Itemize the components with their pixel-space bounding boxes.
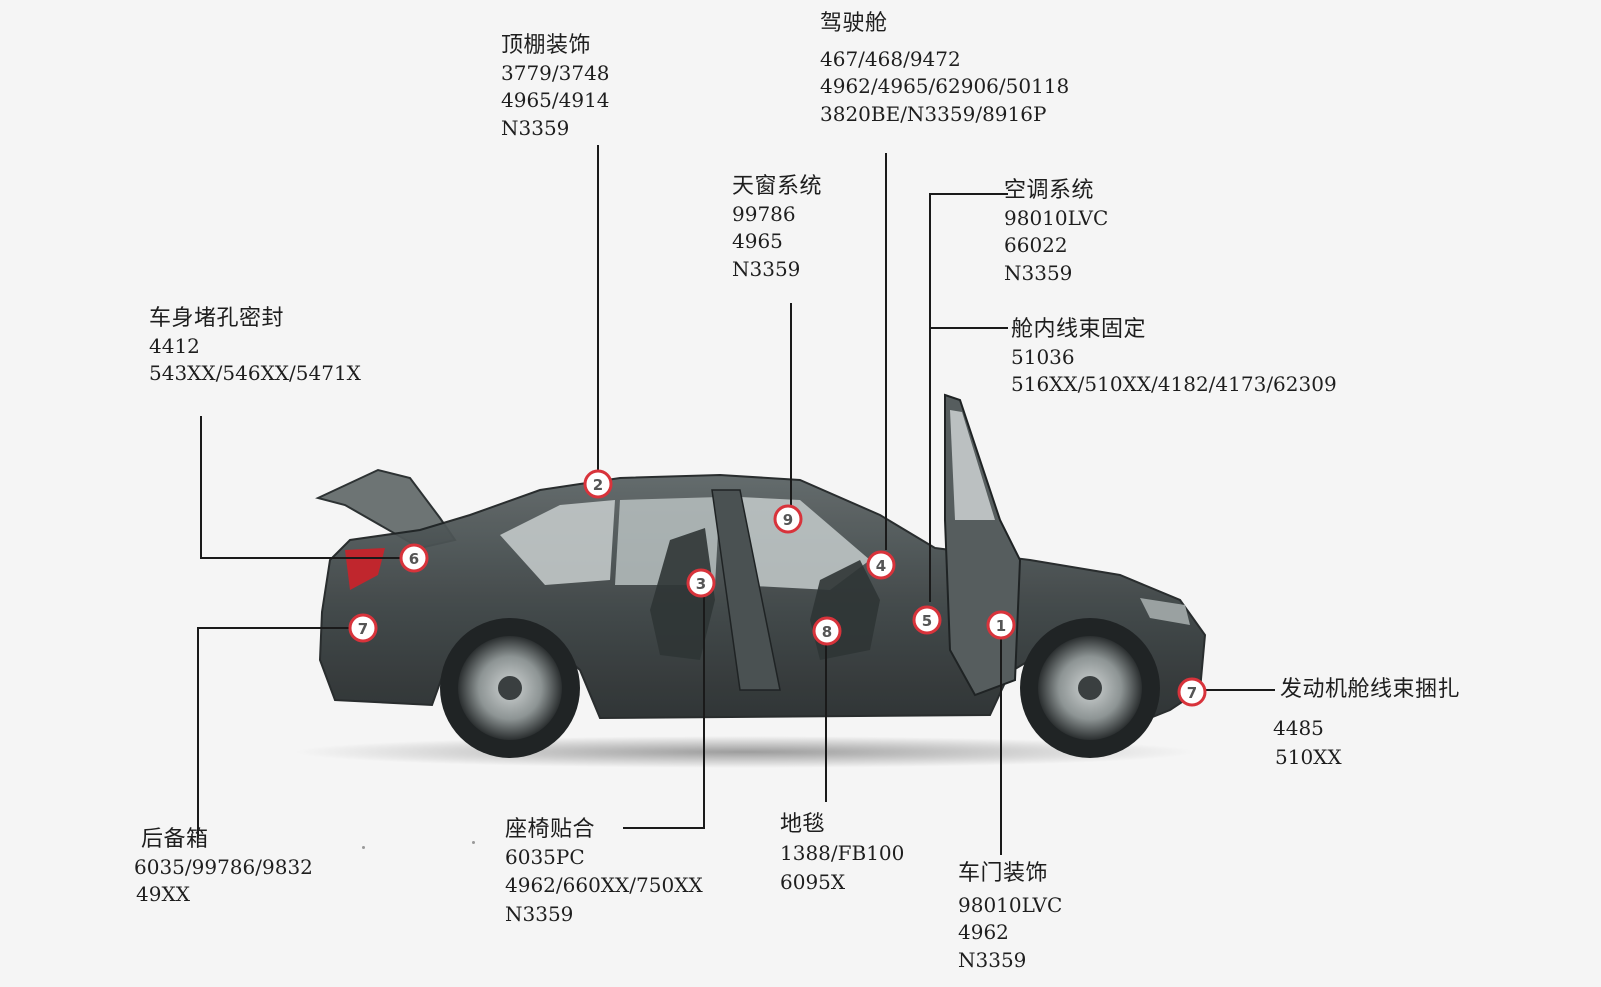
callout-roof-title: 顶棚装饰 bbox=[501, 33, 592, 58]
marker-5: 5 bbox=[912, 605, 942, 635]
callout-trunk: 后备箱 6035/99786/9832 49XX bbox=[134, 826, 313, 908]
callout-roof-code-3: N3359 bbox=[501, 116, 570, 140]
callout-cockpit-code-2: 4962/4965/62906/50118 bbox=[820, 74, 1070, 98]
callout-body-seal-code-2: 543XX/546XX/5471X bbox=[149, 361, 361, 385]
marker-3-label: 3 bbox=[696, 575, 706, 593]
marker-1: 1 bbox=[986, 610, 1016, 640]
callout-carpet-code-2: 6095X bbox=[780, 870, 846, 894]
callout-cockpit: 驾驶舱 467/468/9472 4962/4965/62906/50118 3… bbox=[820, 10, 1069, 129]
headlight bbox=[1140, 598, 1190, 625]
callout-carpet: 地毯 1388/FB100 6095X bbox=[780, 811, 904, 897]
leader-ac-harness bbox=[929, 193, 1008, 602]
callout-roof: 顶棚装饰 3779/3748 4965/4914 N3359 bbox=[501, 32, 610, 143]
callout-body-seal: 车身堵孔密封 4412 543XX/546XX/5471X bbox=[149, 305, 361, 387]
marker-7-rear-label: 7 bbox=[358, 620, 368, 638]
callout-cockpit-code-1: 467/468/9472 bbox=[820, 47, 961, 71]
leader-lines bbox=[197, 145, 1275, 855]
callout-ac-code-3: N3359 bbox=[1004, 261, 1073, 285]
marker-7-rear: 7 bbox=[348, 613, 378, 643]
front-window bbox=[735, 497, 870, 590]
marker-8: 8 bbox=[812, 616, 842, 646]
rear-window bbox=[500, 500, 615, 585]
marker-4: 4 bbox=[866, 550, 896, 580]
callout-ac-code-1: 98010LVC bbox=[1004, 206, 1109, 230]
callout-trunk-code-2: 49XX bbox=[136, 882, 190, 906]
marker-9-label: 9 bbox=[783, 511, 793, 529]
callout-engine-code-1: 4485 bbox=[1273, 716, 1324, 740]
callout-trunk-code-1: 6035/99786/9832 bbox=[134, 855, 313, 879]
marker-1-label: 1 bbox=[996, 617, 1006, 635]
callout-carpet-code-1: 1388/FB100 bbox=[780, 841, 905, 865]
speck-2 bbox=[472, 841, 475, 844]
callout-door-title: 车门装饰 bbox=[958, 861, 1049, 886]
callout-harness-code-1: 51036 bbox=[1011, 345, 1075, 369]
callout-harness-code-2: 516XX/510XX/4182/4173/62309 bbox=[1011, 372, 1337, 396]
marker-8-label: 8 bbox=[822, 623, 832, 641]
callout-sunroof-code-1: 99786 bbox=[732, 202, 796, 226]
callout-engine-title: 发动机舱线束捆扎 bbox=[1280, 677, 1461, 702]
callout-ac-code-2: 66022 bbox=[1004, 233, 1068, 257]
callout-roof-code-2: 4965/4914 bbox=[501, 88, 610, 112]
marker-7-front-label: 7 bbox=[1187, 684, 1197, 702]
callout-door: 车门装饰 98010LVC 4962 N3359 bbox=[958, 860, 1062, 975]
callout-seat-code-2: 4962/660XX/750XX bbox=[505, 873, 703, 897]
marker-2: 2 bbox=[583, 469, 613, 499]
callout-sunroof: 天窗系统 99786 4965 N3359 bbox=[732, 173, 822, 284]
callout-sunroof-code-2: 4965 bbox=[732, 229, 783, 253]
callout-seat-code-3: N3359 bbox=[505, 902, 574, 926]
marker-6: 6 bbox=[399, 543, 429, 573]
callout-seat-title: 座椅贴合 bbox=[505, 817, 596, 842]
marker-6-label: 6 bbox=[409, 550, 419, 568]
callout-harness-title: 舱内线束固定 bbox=[1011, 317, 1147, 342]
marker-2-label: 2 bbox=[593, 476, 603, 494]
callout-sunroof-title: 天窗系统 bbox=[732, 174, 823, 199]
callout-engine-code-2: 510XX bbox=[1275, 745, 1342, 769]
leader-trunk bbox=[197, 627, 350, 838]
callout-door-code-1: 98010LVC bbox=[958, 893, 1063, 917]
callout-trunk-title: 后备箱 bbox=[141, 827, 209, 852]
callout-ac-title: 空调系统 bbox=[1004, 178, 1095, 203]
callout-body-seal-title: 车身堵孔密封 bbox=[149, 306, 285, 331]
rear-wheel bbox=[440, 618, 580, 758]
callout-harness: 舱内线束固定 51036 516XX/510XX/4182/4173/62309 bbox=[1011, 316, 1337, 398]
callout-roof-code-1: 3779/3748 bbox=[501, 61, 610, 85]
speck-1 bbox=[362, 846, 365, 849]
front-wheel bbox=[1020, 618, 1160, 758]
rear-seat bbox=[650, 528, 715, 660]
callout-carpet-title: 地毯 bbox=[780, 812, 826, 837]
callout-seat: 座椅贴合 6035PC 4962/660XX/750XX N3359 bbox=[505, 816, 703, 929]
marker-7-front: 7 bbox=[1177, 677, 1207, 707]
callout-sunroof-code-3: N3359 bbox=[732, 257, 801, 281]
leader-seat bbox=[623, 587, 705, 829]
callout-cockpit-title: 驾驶舱 bbox=[820, 11, 888, 36]
callout-ac: 空调系统 98010LVC 66022 N3359 bbox=[1004, 177, 1108, 288]
callout-door-code-3: N3359 bbox=[958, 948, 1027, 972]
callout-door-code-2: 4962 bbox=[958, 920, 1009, 944]
callout-cockpit-code-3: 3820BE/N3359/8916P bbox=[820, 102, 1047, 126]
b-pillar bbox=[711, 489, 781, 691]
callout-engine: 发动机舱线束捆扎 4485 510XX bbox=[1273, 676, 1461, 772]
marker-3: 3 bbox=[686, 568, 716, 598]
door-window bbox=[950, 410, 995, 520]
callout-body-seal-code-1: 4412 bbox=[149, 334, 200, 358]
marker-5-label: 5 bbox=[922, 612, 932, 630]
marker-4-label: 4 bbox=[876, 557, 886, 575]
marker-9: 9 bbox=[773, 504, 803, 534]
leader-body-seal bbox=[200, 416, 405, 559]
callout-seat-code-1: 6035PC bbox=[505, 845, 585, 869]
